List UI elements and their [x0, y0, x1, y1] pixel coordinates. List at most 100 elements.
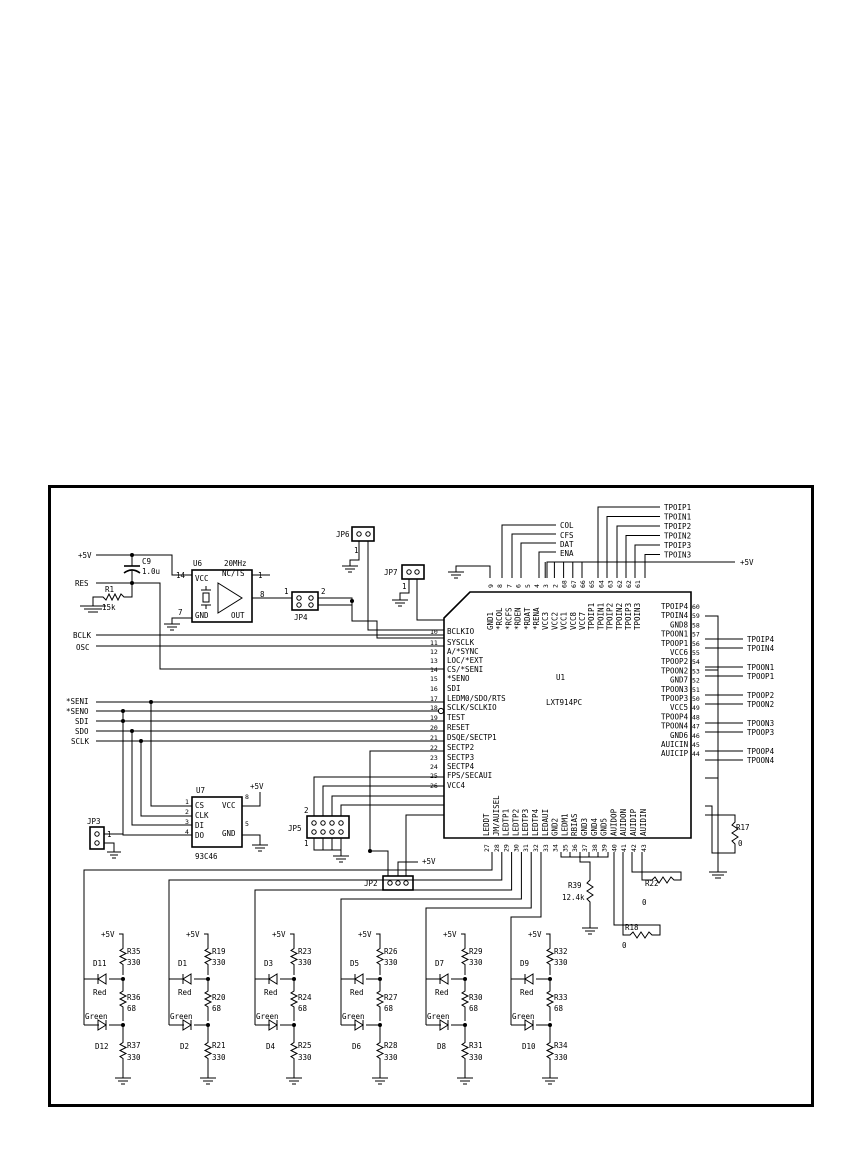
ground-icon: [107, 851, 121, 859]
u1-pin-number: 42: [630, 844, 638, 852]
u6-pin8: 8: [260, 590, 265, 599]
led-group-power: +5V: [101, 930, 115, 939]
resistor: [203, 940, 213, 975]
resistor: [545, 940, 555, 975]
svg-text:1: 1: [284, 587, 289, 596]
svg-text:1: 1: [304, 839, 309, 848]
u1-body: [443, 591, 692, 839]
resistor: [375, 979, 385, 1021]
jp3-header[interactable]: [89, 826, 105, 850]
resistor-ref: R25: [298, 1041, 312, 1050]
red-led-icon: [439, 973, 449, 985]
u1-pin-number: 47: [692, 723, 700, 731]
u1-pin-number: 33: [542, 844, 550, 852]
signal-sclk: SCLK: [71, 737, 90, 746]
u1-pin-name: TPOIP3: [624, 603, 633, 630]
u1-pin-number: 36: [571, 844, 579, 852]
r17-resistor: [705, 814, 739, 854]
led-group-power: +5V: [272, 930, 286, 939]
signal-col: COL: [560, 521, 574, 530]
led-ref: D2: [180, 1042, 189, 1051]
u1-pin-name: TPOOP1: [661, 639, 688, 648]
jp5-header[interactable]: [306, 815, 350, 839]
u1-pin-number: 18: [430, 704, 438, 712]
resistor-value: 68: [384, 1004, 394, 1013]
r39-ref: R39: [568, 881, 582, 890]
u1-pin-name: GND1: [486, 612, 495, 630]
led-color-red: Red: [520, 988, 534, 997]
resistor: [375, 1025, 385, 1078]
u1-pin-name: TPOON1: [661, 630, 688, 639]
u1-pin-name: TPOIN2: [615, 603, 624, 630]
resistor-value: 68: [469, 1004, 479, 1013]
resistor-ref: R34: [554, 1041, 568, 1050]
resistor-ref: R36: [127, 993, 141, 1002]
u6-ref: U6: [193, 559, 203, 568]
jp7-header[interactable]: [401, 564, 425, 580]
jp4-header[interactable]: [291, 591, 319, 611]
jp2-label: JP2: [364, 879, 378, 888]
u1-pin-name: TEST: [447, 713, 466, 722]
u1-pin-number: 28: [493, 844, 501, 852]
green-led-icon: [268, 1019, 278, 1031]
ground-icon: [582, 927, 598, 935]
u1-pin-name: LEDDT: [482, 813, 491, 836]
u1-pin-number: 55: [692, 649, 700, 657]
u7-body: [191, 796, 243, 848]
u1-pin-name: LEDTP3: [521, 809, 530, 836]
red-led-icon: [524, 973, 534, 985]
u1-pin-name: VCC8: [569, 611, 578, 630]
u1-pin-name: VCC3: [541, 612, 550, 630]
u1-pin-number: 53: [692, 667, 700, 675]
jp6-header[interactable]: [351, 526, 375, 542]
u1-pin-name: TPOOP3: [661, 694, 688, 703]
u1-pin-number: 15: [430, 675, 438, 683]
resistor: [203, 1025, 213, 1078]
led-color-red: Red: [93, 988, 107, 997]
u1-pin-number: 66: [579, 580, 587, 588]
resistor-value: 330: [212, 958, 226, 967]
u1-bottom-pins: 27LEDDT28JM/AUISEL29LEDTP130LEDTP231LEDT…: [482, 795, 648, 852]
svg-text:2: 2: [304, 806, 309, 815]
ground-icon: [80, 605, 106, 613]
u1-pin-name: TPOON2: [661, 666, 688, 675]
u1-pin-number: 32: [532, 844, 540, 852]
u1-pin-name: DSQE/SECTP1: [447, 733, 497, 742]
u1-pin-name: VCC5: [670, 703, 688, 712]
u1-pin-number: 20: [430, 724, 438, 732]
u1-pin-name: AUIDIN: [639, 809, 648, 836]
u1-pin-number: 62: [616, 580, 624, 588]
u1-pin-name: VCC1: [560, 612, 569, 630]
led-color-green: Green: [85, 1012, 108, 1021]
r39-value: 12.4k: [562, 893, 585, 902]
u1-pin-number: 41: [620, 844, 628, 852]
resistor: [118, 1025, 128, 1078]
u1-pin-number: 37: [581, 844, 589, 852]
net-label: TPOIP2: [664, 522, 691, 531]
u1-pin-number: 19: [430, 714, 438, 722]
resistor-ref: R23: [298, 947, 312, 956]
led-color-green: Green: [427, 1012, 450, 1021]
u1-pin-number: 27: [483, 844, 491, 852]
jp5-label: JP5: [288, 824, 302, 833]
resistor-ref: R26: [384, 947, 398, 956]
net-label: TPOOP4: [747, 747, 775, 756]
u1-pin-name: TPOOP4: [661, 712, 689, 721]
resistor-ref: R27: [384, 993, 398, 1002]
u7-ref: U7: [196, 786, 205, 795]
led-color-green: Green: [256, 1012, 279, 1021]
u1-pin-name: RBIAS: [570, 813, 579, 836]
u1-pin-number: 65: [588, 580, 596, 588]
resistor-value: 330: [469, 958, 483, 967]
resistor-ref: R29: [469, 947, 483, 956]
u6-out-label: OUT: [231, 611, 245, 620]
jp7-label: JP7: [384, 568, 398, 577]
u1-pin-number: 8: [496, 584, 504, 588]
resistor-ref: R28: [384, 1041, 398, 1050]
u1-pin-name: JM/AUISEL: [492, 795, 501, 836]
resistor-ref: R21: [212, 1041, 226, 1050]
